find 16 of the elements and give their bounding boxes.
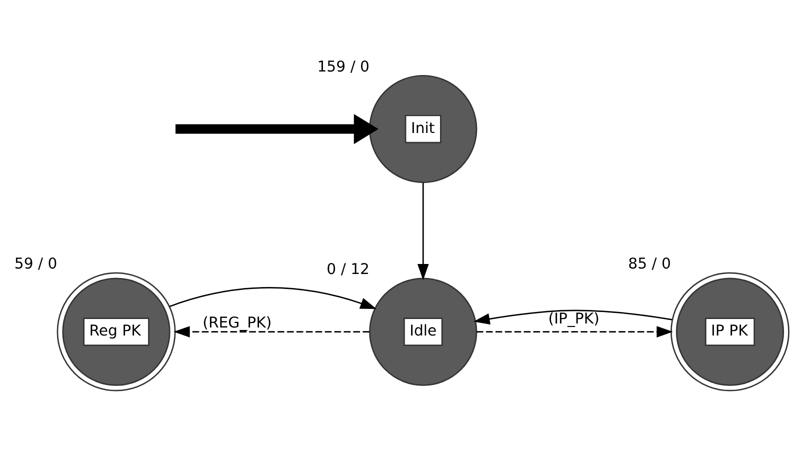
arrow (174, 326, 370, 338)
node-circle: IP PK (670, 272, 790, 392)
node-circle: Reg PK (56, 272, 176, 392)
node-label: 159 / 0 (317, 57, 370, 76)
node-circle: Idle (369, 278, 478, 386)
node-circle: Init (369, 74, 478, 184)
edge-label: (IP_PK) (548, 309, 600, 328)
node-label: 85 / 0 (628, 254, 671, 273)
arrow (474, 310, 672, 325)
arrow (176, 114, 378, 144)
arrow (476, 326, 673, 338)
edge-label: (REG_PK) (202, 313, 272, 332)
arrow (417, 182, 429, 280)
node-label: 0 / 12 (326, 260, 370, 278)
node-label: 59 / 0 (14, 254, 58, 273)
arrow (169, 287, 377, 310)
